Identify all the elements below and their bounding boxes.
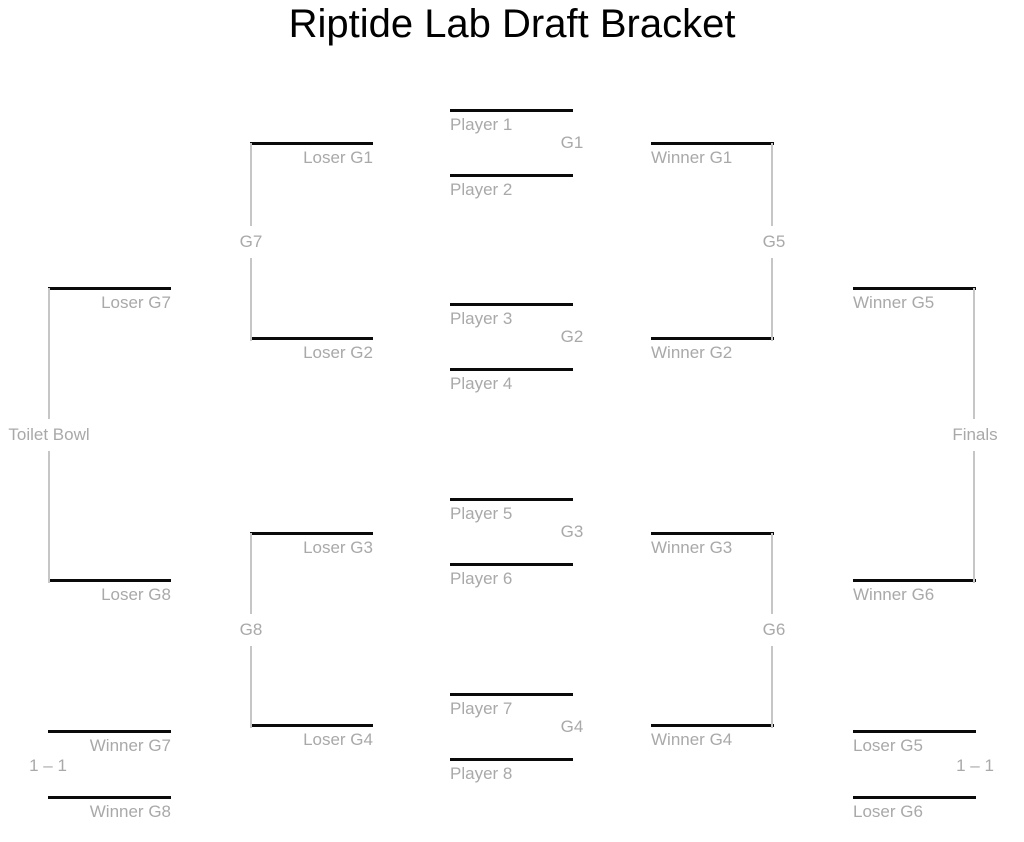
slot-line xyxy=(450,303,573,306)
slot-label: Player 7 xyxy=(450,699,513,718)
match-label: G7 xyxy=(236,226,266,258)
match-bottom-left: Winner G7 Winner G8 1 – 1 xyxy=(26,730,171,825)
slot-line xyxy=(450,498,573,501)
slot-line xyxy=(450,368,573,371)
slot-line xyxy=(250,532,373,535)
match-slot: Player 7 xyxy=(450,693,573,719)
match-label: G6 xyxy=(759,614,789,646)
match-slot: Player 8 xyxy=(450,758,573,784)
slot-line xyxy=(48,579,171,582)
match-slot: Player 4 xyxy=(450,368,573,394)
slot-label: Player 2 xyxy=(450,180,513,199)
slot-label: Player 5 xyxy=(450,504,513,523)
slot-label: Winner G2 xyxy=(651,343,733,362)
page-title: Riptide Lab Draft Bracket xyxy=(288,2,736,46)
slot-line xyxy=(853,287,976,290)
slot-line xyxy=(48,730,171,733)
match-slot: Loser G5 xyxy=(853,730,976,756)
match-slot: Winner G8 xyxy=(48,796,171,822)
slot-line xyxy=(450,174,573,177)
slot-line xyxy=(651,142,774,145)
slot-line xyxy=(450,758,573,761)
slot-line xyxy=(450,563,573,566)
score-label: 1 – 1 xyxy=(26,750,70,782)
slot-line xyxy=(250,724,373,727)
match-label: G2 xyxy=(557,321,587,353)
slot-line xyxy=(250,337,373,340)
match-slot: Winner G4 xyxy=(651,724,774,750)
slot-label: Loser G5 xyxy=(853,736,923,755)
slot-line xyxy=(48,796,171,799)
match-g8: Loser G3 Loser G4 G8 xyxy=(236,532,373,757)
slot-label: Loser G2 xyxy=(303,343,373,362)
match-slot: Loser G4 xyxy=(250,724,373,750)
match-slot: Loser G2 xyxy=(250,337,373,363)
match-finals: Winner G5 Winner G6 Finals xyxy=(853,287,1001,612)
slot-label: Player 6 xyxy=(450,569,513,588)
slot-line xyxy=(450,693,573,696)
slot-label: Loser G8 xyxy=(101,585,171,604)
match-g2: Player 3 Player 4 G2 xyxy=(450,303,587,398)
slot-line xyxy=(853,730,976,733)
match-slot: Loser G7 xyxy=(48,287,171,313)
match-slot: Loser G8 xyxy=(48,579,171,605)
match-label: Toilet Bowl xyxy=(5,419,93,451)
match-slot: Winner G2 xyxy=(651,337,774,363)
slot-label: Player 3 xyxy=(450,309,513,328)
match-toilet-bowl: Loser G7 Loser G8 Toilet Bowl xyxy=(5,287,171,612)
match-slot: Player 3 xyxy=(450,303,573,329)
slot-line xyxy=(651,337,774,340)
slot-label: Player 8 xyxy=(450,764,513,783)
match-g1: Player 1 Player 2 G1 xyxy=(450,109,587,204)
slot-line xyxy=(450,109,573,112)
match-g4: Player 7 Player 8 G4 xyxy=(450,693,587,788)
slot-line xyxy=(853,796,976,799)
match-g6: Winner G3 Winner G4 G6 xyxy=(651,532,789,757)
slot-label: Winner G1 xyxy=(651,148,733,167)
match-slot: Winner G7 xyxy=(48,730,171,756)
slot-label: Player 4 xyxy=(450,374,513,393)
slot-line xyxy=(48,287,171,290)
match-slot: Winner G5 xyxy=(853,287,976,313)
slot-line xyxy=(250,142,373,145)
slot-label: Winner G7 xyxy=(89,736,171,755)
match-label: Finals xyxy=(949,419,1001,451)
slot-label: Loser G4 xyxy=(303,730,373,749)
slot-label: Loser G6 xyxy=(853,802,923,821)
match-slot: Player 6 xyxy=(450,563,573,589)
match-slot: Winner G3 xyxy=(651,532,774,558)
match-slot: Winner G1 xyxy=(651,142,774,168)
match-slot: Player 5 xyxy=(450,498,573,524)
slot-label: Winner G5 xyxy=(853,293,935,312)
match-slot: Loser G6 xyxy=(853,796,976,822)
slot-label: Winner G6 xyxy=(853,585,935,604)
match-label: G3 xyxy=(557,516,587,548)
slot-line xyxy=(853,579,976,582)
match-slot: Loser G1 xyxy=(250,142,373,168)
slot-label: Winner G8 xyxy=(89,802,171,821)
match-g3: Player 5 Player 6 G3 xyxy=(450,498,587,593)
match-label: G1 xyxy=(557,127,587,159)
match-slot: Loser G3 xyxy=(250,532,373,558)
slot-label: Loser G1 xyxy=(303,148,373,167)
slot-line xyxy=(651,724,774,727)
match-bottom-right: Loser G5 Loser G6 1 – 1 xyxy=(853,730,997,825)
match-slot: Winner G6 xyxy=(853,579,976,605)
slot-label: Winner G4 xyxy=(651,730,733,749)
match-label: G5 xyxy=(759,226,789,258)
match-slot: Player 1 xyxy=(450,109,573,135)
slot-label: Loser G7 xyxy=(101,293,171,312)
match-label: G4 xyxy=(557,711,587,743)
match-label: G8 xyxy=(236,614,266,646)
slot-label: Loser G3 xyxy=(303,538,373,557)
match-slot: Player 2 xyxy=(450,174,573,200)
slot-line xyxy=(651,532,774,535)
slot-label: Player 1 xyxy=(450,115,513,134)
match-g7: Loser G1 Loser G2 G7 xyxy=(236,142,373,367)
score-label: 1 – 1 xyxy=(953,750,997,782)
match-g5: Winner G1 Winner G2 G5 xyxy=(651,142,789,367)
slot-label: Winner G3 xyxy=(651,538,733,557)
